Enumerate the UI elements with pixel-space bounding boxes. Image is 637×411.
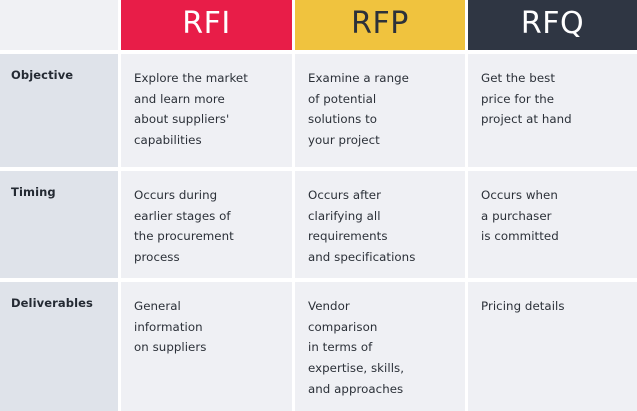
cell-timing-rfp: Occurs after clarifying all requirements… [295,171,465,278]
cell-text: Occurs when a purchaser is committed [481,188,559,244]
cell-text: Explore the market and learn more about … [134,71,248,147]
column-header-rfp: RFP [295,0,465,50]
cell-timing-rfq: Occurs when a purchaser is committed [468,171,637,278]
cell-deliverables-rfi: General information on suppliers [121,282,292,411]
cell-objective-rfi: Explore the market and learn more about … [121,54,292,167]
row-label-text: Timing [11,185,56,199]
column-header-rfq: RFQ [468,0,637,50]
cell-text: Occurs during earlier stages of the proc… [134,188,234,264]
cell-timing-rfi: Occurs during earlier stages of the proc… [121,171,292,278]
cell-objective-rfq: Get the best price for the project at ha… [468,54,637,167]
cell-text: Examine a range of potential solutions t… [308,71,409,147]
table-corner-cell [0,0,118,50]
cell-text: General information on suppliers [134,299,207,355]
row-label-objective: Objective [0,54,118,167]
row-label-timing: Timing [0,171,118,278]
cell-text: Occurs after clarifying all requirements… [308,188,416,264]
cell-deliverables-rfq: Pricing details [468,282,637,411]
row-label-text: Objective [11,68,74,82]
row-label-deliverables: Deliverables [0,282,118,411]
cell-text: Vendor comparison in terms of expertise,… [308,299,405,396]
cell-objective-rfp: Examine a range of potential solutions t… [295,54,465,167]
cell-text: Get the best price for the project at ha… [481,71,572,127]
cell-text: Pricing details [481,299,565,313]
column-header-rfi: RFI [121,0,292,50]
cell-deliverables-rfp: Vendor comparison in terms of expertise,… [295,282,465,411]
row-label-text: Deliverables [11,296,93,310]
